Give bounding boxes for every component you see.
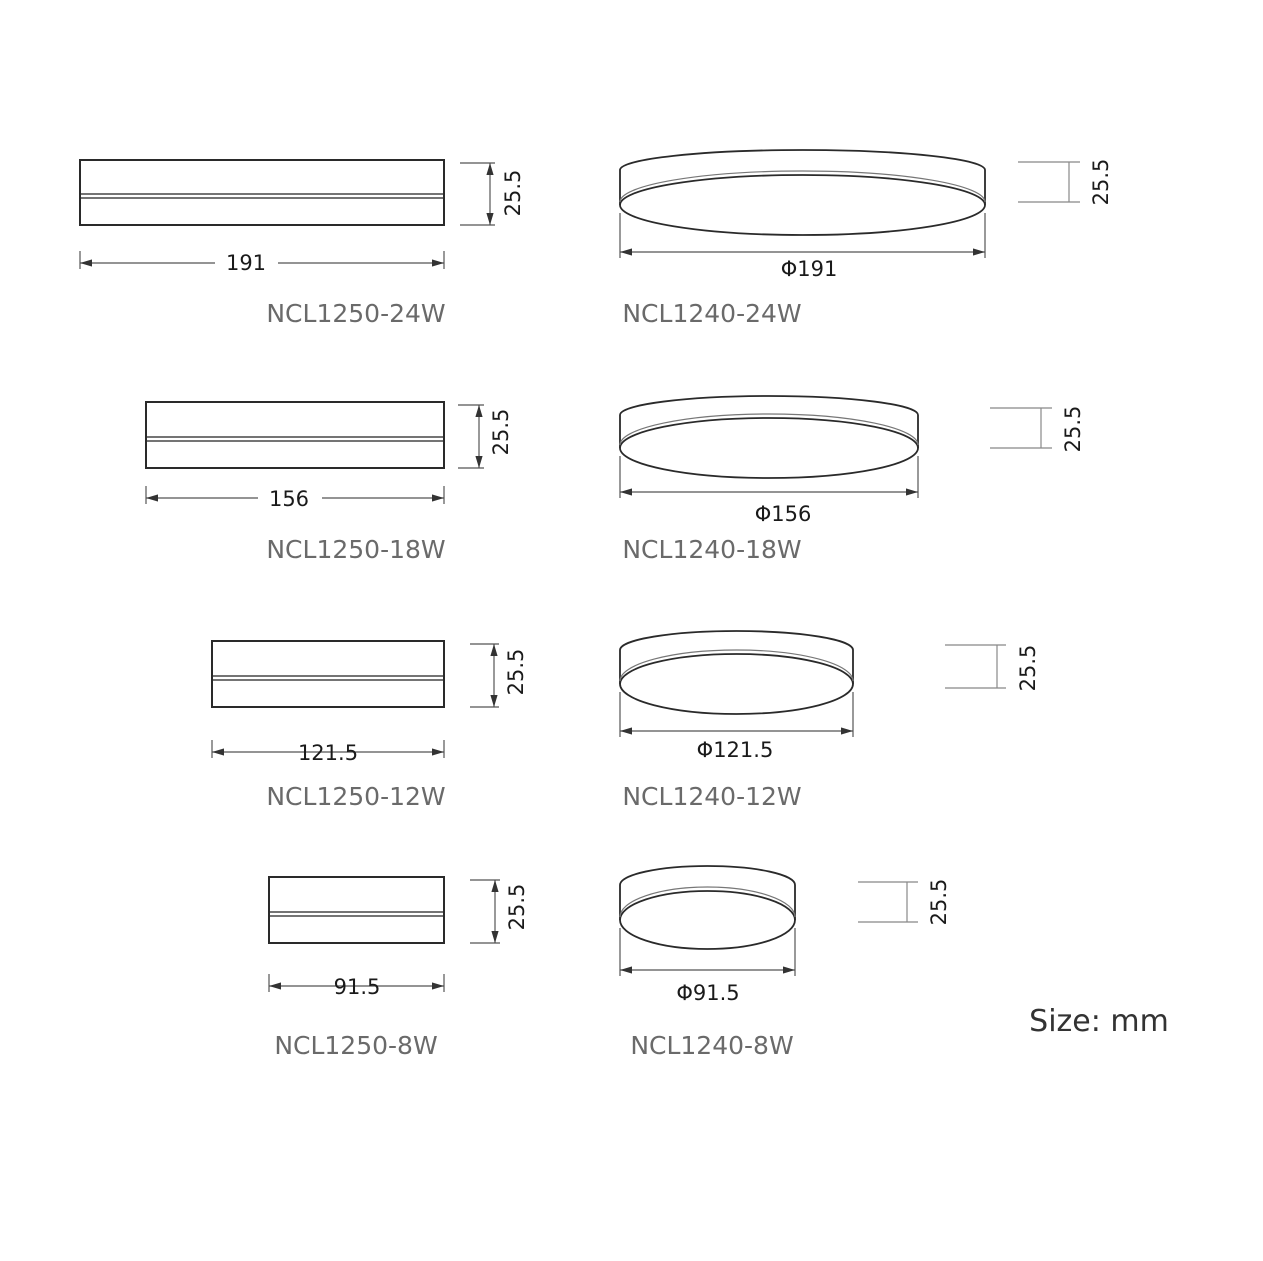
square-12w-light-strip: [211, 675, 445, 681]
round-12w-body-outline: [619, 630, 854, 684]
round-8w-height-label: 25.5: [927, 879, 951, 926]
round-18w-light-ring: [619, 413, 919, 446]
square-8w-width-label: 91.5: [334, 975, 381, 999]
round-18w-model-label: NCL1240-18W: [622, 535, 801, 564]
square-18w-light-strip: [145, 436, 445, 442]
round-8w-model-label: NCL1240-8W: [630, 1031, 793, 1060]
square-12w-model-label: NCL1250-12W: [266, 782, 445, 811]
square-8w-model-label: NCL1250-8W: [274, 1031, 437, 1060]
round-12w-diameter-label: Φ121.5: [697, 738, 774, 762]
square-8w-light-strip: [268, 911, 445, 917]
round-18w-height-label: 25.5: [1061, 406, 1085, 453]
square-12w-height-label: 25.5: [504, 649, 528, 696]
square-12w-body-outline: [211, 640, 445, 708]
unit-note: Size: mm: [1029, 1004, 1169, 1039]
square-24w-model-label: NCL1250-24W: [266, 299, 445, 328]
round-24w-light-ring: [619, 170, 986, 203]
square-24w-body-outline: [79, 159, 445, 226]
round-24w-model-label: NCL1240-24W: [622, 299, 801, 328]
round-8w-body-outline: [619, 865, 796, 920]
square-24w-light-strip: [79, 193, 445, 199]
round-18w-diameter-label: Φ156: [755, 502, 812, 526]
round-12w-light-ring: [619, 649, 854, 682]
round-8w-light-ring: [619, 886, 796, 918]
square-12w-width-label: 121.5: [298, 741, 358, 765]
square-18w-model-label: NCL1250-18W: [266, 535, 445, 564]
round-18w-diffuser-ellipse: [619, 417, 919, 479]
round-24w-body-outline: [619, 149, 986, 205]
square-18w-height-label: 25.5: [489, 409, 513, 456]
round-8w-diameter-label: Φ91.5: [676, 981, 739, 1005]
square-8w-height-label: 25.5: [505, 884, 529, 931]
round-24w-diameter-label: Φ191: [781, 257, 838, 281]
square-24w-height-label: 25.5: [501, 170, 525, 217]
round-8w-diffuser-ellipse: [619, 890, 796, 950]
round-12w-height-label: 25.5: [1016, 645, 1040, 692]
square-18w-width-label: 156: [269, 487, 309, 511]
round-12w-model-label: NCL1240-12W: [622, 782, 801, 811]
round-18w-body-outline: [619, 395, 919, 448]
square-18w-body-outline: [145, 401, 445, 469]
square-8w-body-outline: [268, 876, 445, 944]
round-12w-diffuser-ellipse: [619, 653, 854, 715]
round-24w-height-label: 25.5: [1089, 159, 1113, 206]
round-24w-diffuser-ellipse: [619, 174, 986, 236]
square-24w-width-label: 191: [226, 251, 266, 275]
